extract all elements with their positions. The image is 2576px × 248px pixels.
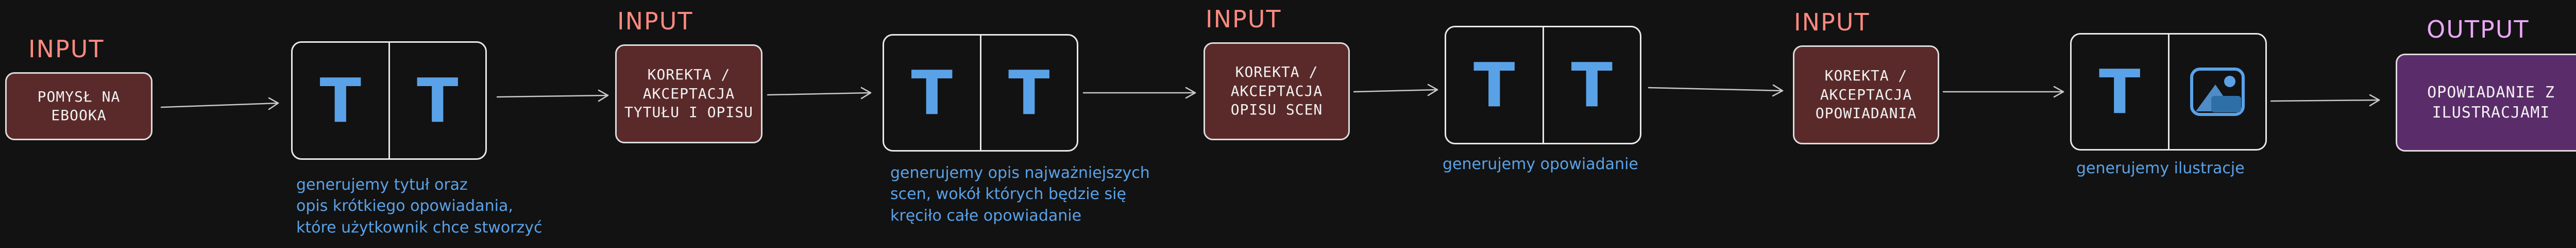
input-label: INPUT bbox=[28, 35, 105, 63]
note-illustration-generation: generujemy ilustracje bbox=[2076, 159, 2245, 177]
text-tool-icon: T bbox=[319, 65, 362, 136]
step-review-title-text: KOREKTA / AKCEPTACJA TYTUŁU I OPISU bbox=[624, 66, 753, 121]
arrow-idea-to-tool-1 bbox=[160, 102, 279, 108]
step-idea-text: POMYSŁ NA EBOOKA bbox=[37, 88, 121, 124]
arrow-review-story-to-tool-4-head bbox=[2053, 86, 2064, 98]
text-tool-icon: T bbox=[1571, 49, 1613, 121]
arrow-review-scenes-to-tool-3 bbox=[1353, 89, 1438, 93]
input-label: INPUT bbox=[1206, 5, 1282, 33]
step-idea: POMYSŁ NA EBOOKA bbox=[5, 72, 152, 140]
text-tool-icon: T bbox=[1008, 57, 1050, 128]
arrow-tool-3-to-review-story-head bbox=[1772, 84, 1784, 97]
step-result-text: OPOWIADANIE Z ILUSTRACJAMI bbox=[2427, 84, 2555, 122]
step-result: OPOWIADANIE Z ILUSTRACJAMI bbox=[2396, 54, 2576, 152]
tool-text-generator-3: T T bbox=[1445, 26, 1641, 144]
note-scenes-generation: generujemy opis najważniejszych scen, wo… bbox=[890, 164, 1150, 225]
arrow-tool-4-to-result bbox=[2270, 99, 2380, 102]
tool-image-generator: T bbox=[2070, 33, 2267, 151]
step-review-story: KOREKTA / AKCEPTACJA OPOWIADANIA bbox=[1793, 45, 1939, 144]
arrow-review-title-to-tool-2-head bbox=[860, 87, 872, 100]
output-label: OUTPUT bbox=[2427, 15, 2530, 43]
arrow-tool-3-to-review-story bbox=[1648, 87, 1784, 92]
arrow-review-scenes-to-tool-3-head bbox=[1427, 84, 1438, 96]
arrow-review-title-to-tool-2 bbox=[767, 92, 872, 96]
arrow-tool-2-to-review-scenes-head bbox=[1185, 87, 1196, 99]
text-tool-icon: T bbox=[417, 65, 459, 136]
tool-text-generator-2: T T bbox=[883, 34, 1078, 152]
arrow-tool-1-to-review-title-head bbox=[598, 89, 609, 102]
text-tool-icon: T bbox=[1473, 49, 1515, 121]
input-label: INPUT bbox=[1794, 8, 1870, 36]
image-tool-icon bbox=[2190, 68, 2245, 116]
text-tool-icon: T bbox=[2099, 56, 2141, 127]
step-review-title: KOREKTA / AKCEPTACJA TYTUŁU I OPISU bbox=[615, 44, 762, 143]
note-title-generation: generujemy tytuł oraz opis krótkiego opo… bbox=[296, 176, 543, 237]
step-review-scenes-text: KOREKTA / AKCEPTACJA OPISU SCEN bbox=[1230, 63, 1323, 119]
arrow-tool-4-to-result-head bbox=[2369, 94, 2380, 107]
arrow-tool-1-to-review-title bbox=[496, 94, 609, 98]
tool-text-generator-1: T T bbox=[291, 41, 487, 160]
input-label: INPUT bbox=[617, 7, 693, 35]
step-review-story-text: KOREKTA / AKCEPTACJA OPOWIADANIA bbox=[1815, 67, 1917, 122]
note-story-generation: generujemy opowiadanie bbox=[1443, 155, 1638, 173]
text-tool-icon: T bbox=[911, 57, 953, 128]
step-review-scenes: KOREKTA / AKCEPTACJA OPISU SCEN bbox=[1204, 42, 1350, 140]
arrow-idea-to-tool-1-head bbox=[268, 97, 279, 110]
